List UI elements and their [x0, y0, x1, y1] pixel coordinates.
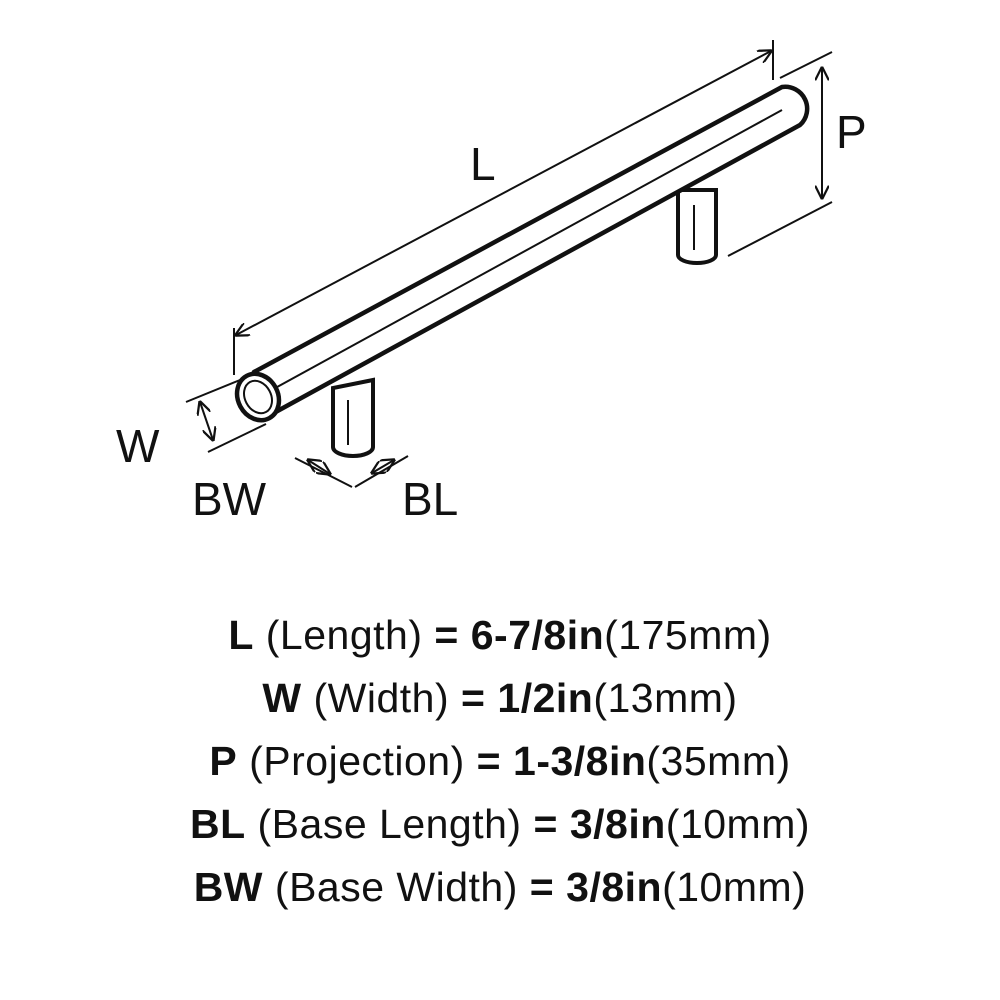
spec-description: (Projection) — [249, 738, 465, 784]
spec-imperial: 3/8in — [566, 864, 663, 910]
base-length-label: BL — [402, 473, 458, 525]
spec-imperial: 1/2in — [497, 675, 594, 721]
spec-equals: = — [434, 612, 459, 658]
spec-equals: = — [476, 738, 502, 784]
spec-row-length: L (Length) = 6-7/8in(175mm) — [0, 604, 1000, 667]
spec-symbol: P — [209, 738, 238, 784]
length-label: L — [470, 138, 496, 190]
spec-row-base-length: BL (Base Length) = 3/8in(10mm) — [0, 793, 1000, 856]
spec-metric: (35mm) — [646, 738, 791, 784]
spec-equals: = — [533, 801, 558, 847]
spec-equals: = — [461, 675, 486, 721]
spec-symbol: W — [262, 675, 302, 721]
spec-metric: (175mm) — [604, 612, 772, 658]
spec-metric: (10mm) — [662, 864, 807, 910]
projection-label: P — [836, 106, 867, 158]
spec-description: (Base Width) — [274, 864, 518, 910]
front-post — [331, 377, 375, 458]
spec-description: (Length) — [265, 612, 423, 658]
width-label: W — [116, 420, 160, 472]
pull-bar — [234, 84, 810, 423]
spec-equals: = — [529, 864, 555, 910]
length-dimension — [234, 40, 773, 375]
spec-symbol: BL — [189, 801, 246, 847]
spec-row-projection: P (Projection) = 1-3/8in(35mm) — [0, 730, 1000, 793]
spec-imperial: 3/8in — [569, 801, 666, 847]
spec-metric: (13mm) — [593, 675, 738, 721]
spec-description: (Width) — [313, 675, 450, 721]
spec-row-width: W (Width) = 1/2in(13mm) — [0, 667, 1000, 730]
base-width-label: BW — [192, 473, 267, 525]
spec-list: L (Length) = 6-7/8in(175mm) W (Width) = … — [0, 604, 1000, 919]
spec-description: (Base Length) — [257, 801, 522, 847]
spec-symbol: L — [228, 612, 254, 658]
projection-dimension — [727, 51, 833, 257]
spec-imperial: 6-7/8in — [470, 612, 605, 658]
spec-metric: (10mm) — [665, 801, 811, 847]
width-dimension — [185, 379, 267, 453]
spec-imperial: 1-3/8in — [513, 738, 647, 784]
spec-symbol: BW — [193, 864, 264, 910]
base-dimensions — [294, 455, 409, 488]
back-post — [676, 188, 718, 265]
spec-row-base-width: BW (Base Width) = 3/8in(10mm) — [0, 856, 1000, 919]
bar-pull-diagram: L P W BW BL — [116, 40, 867, 525]
